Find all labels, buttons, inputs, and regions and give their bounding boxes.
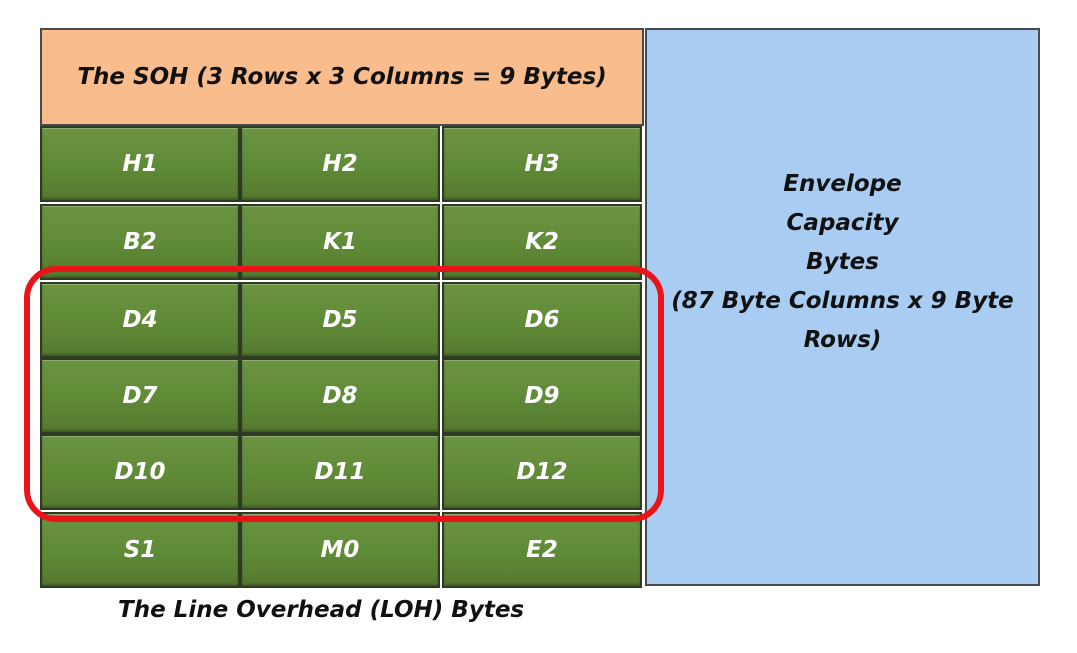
envelope-line: Rows)	[803, 326, 882, 353]
envelope-line: (87 Byte Columns x 9 Byte	[671, 287, 1014, 314]
byte-cell-h1: H1	[40, 126, 240, 202]
byte-cell-d7: D7	[40, 358, 240, 434]
envelope-line: Capacity	[786, 209, 899, 236]
byte-cell-k1: K1	[240, 204, 440, 280]
byte-cell-d11: D11	[240, 434, 440, 510]
soh-header: The SOH (3 Rows x 3 Columns = 9 Bytes)	[40, 28, 644, 126]
byte-cell-d8: D8	[240, 358, 440, 434]
byte-cell-d6: D6	[442, 282, 642, 358]
byte-cell-e2: E2	[442, 512, 642, 588]
byte-cell-d9: D9	[442, 358, 642, 434]
byte-cell-d5: D5	[240, 282, 440, 358]
envelope-capacity-block: Envelope Capacity Bytes (87 Byte Columns…	[645, 28, 1040, 586]
byte-cell-k2: K2	[442, 204, 642, 280]
byte-cell-d10: D10	[40, 434, 240, 510]
envelope-line: Envelope	[783, 170, 902, 197]
byte-cell-d4: D4	[40, 282, 240, 358]
byte-cell-s1: S1	[40, 512, 240, 588]
byte-cell-h3: H3	[442, 126, 642, 202]
byte-cell-m0: M0	[240, 512, 440, 588]
byte-cell-d12: D12	[442, 434, 642, 510]
byte-cell-b2: B2	[40, 204, 240, 280]
loh-caption: The Line Overhead (LOH) Bytes	[118, 597, 525, 623]
byte-cell-h2: H2	[240, 126, 440, 202]
envelope-line: Bytes	[806, 248, 879, 275]
